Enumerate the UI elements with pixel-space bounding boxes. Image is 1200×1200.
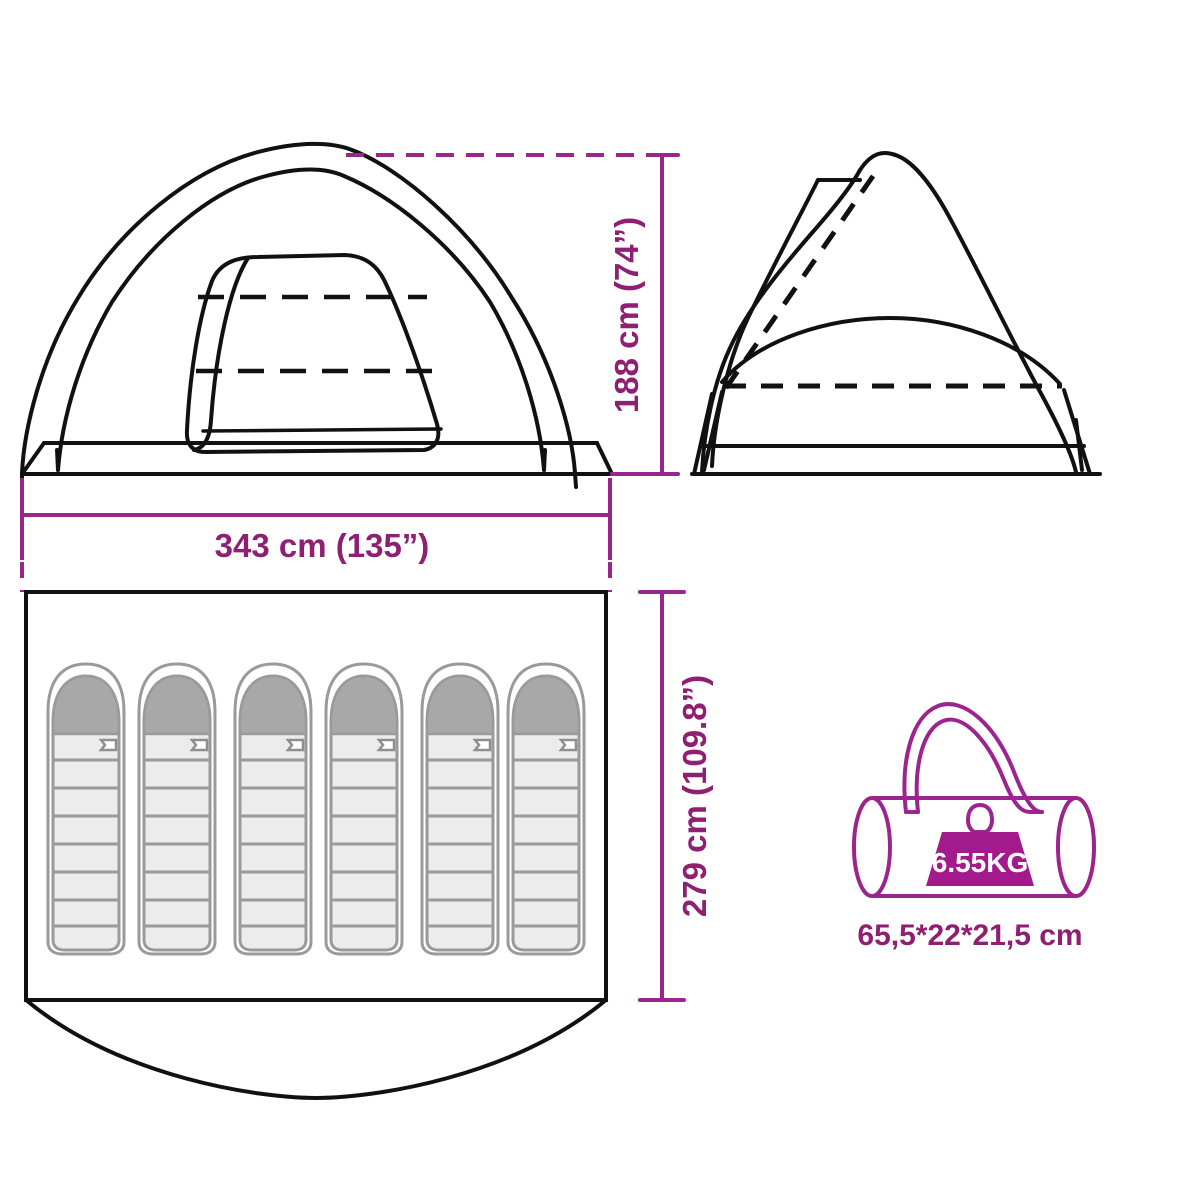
floorplan-vestibule-arc [24, 998, 608, 1101]
front-floor-right-bevel [595, 441, 614, 476]
width-dimension-label: 343 cm (135”) [215, 527, 430, 564]
weight-label: 6.55KG [932, 847, 1029, 878]
sleeping-bag-quilt-lines [513, 758, 579, 928]
front-canopy-inner [56, 167, 546, 472]
packed-size-label: 65,5*22*21,5 cm [857, 919, 1082, 952]
sleeping-bag-quilt-lines [240, 758, 306, 928]
side-canopy-outer [700, 151, 1078, 474]
sleeping-bag-quilt-lines [331, 758, 397, 928]
sleeping-bag-zipper-tab [376, 738, 396, 752]
sleeping-bag-hood [511, 674, 581, 736]
sleeping-bag-group [46, 662, 586, 956]
sleeping-bag-hood [238, 674, 308, 736]
sleeping-bag-quilt-lines [427, 758, 493, 928]
weight-block-icon [926, 832, 1034, 886]
front-door-panel [184, 253, 441, 454]
side-inner-arc [720, 315, 1062, 386]
sleeping-bag-quilt-lines [53, 758, 119, 928]
carry-bag-end-right [1056, 796, 1096, 898]
sleeping-bag-hood [51, 674, 121, 736]
list-item [233, 662, 313, 956]
front-canopy-outer [20, 141, 577, 475]
carry-bag-handle-inner [914, 717, 1032, 814]
carry-bag-end-left [852, 796, 892, 898]
sleeping-bag-hood [425, 674, 495, 736]
sleeping-bag-hood [329, 674, 399, 736]
depth-dimension-label: 279 cm (109.8”) [676, 675, 713, 917]
front-left-leg-inner [55, 448, 60, 472]
front-floor-left-bevel [20, 441, 46, 476]
sleeping-bag-zipper-tab [472, 738, 492, 752]
sleeping-bag-quilt-lines [144, 758, 210, 928]
weight-loop-icon [965, 802, 995, 834]
side-left-leg [692, 392, 714, 476]
sleeping-bag-zipper-tab [558, 738, 578, 752]
front-right-leg-inner [542, 448, 547, 472]
list-item [137, 662, 217, 956]
sleeping-bag-zipper-tab [189, 738, 209, 752]
list-item [46, 662, 126, 956]
sleeping-bag-zipper-tab [285, 738, 305, 752]
height-dimension-label: 188 cm (74”) [608, 217, 645, 413]
front-door-fold [192, 256, 250, 452]
list-item [420, 662, 500, 956]
sleeping-bag-zipper-tab [98, 738, 118, 752]
front-door-sill [201, 427, 443, 433]
side-pole-dashed [723, 164, 883, 390]
list-item [506, 662, 586, 956]
list-item [324, 662, 404, 956]
side-left-leg-inner [702, 390, 724, 472]
sleeping-bag-hood [142, 674, 212, 736]
